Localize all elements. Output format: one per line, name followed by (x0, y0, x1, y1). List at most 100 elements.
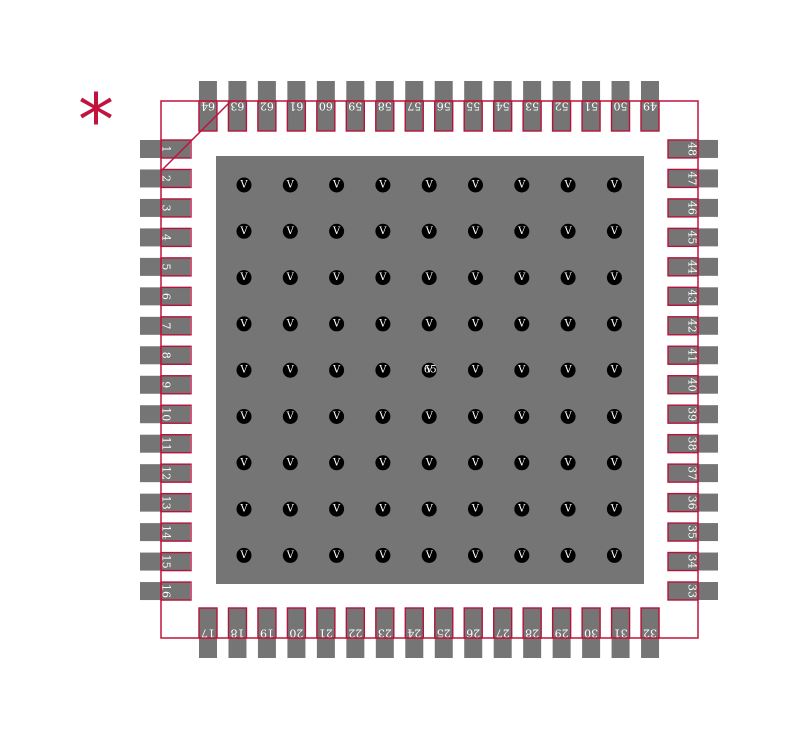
pin-number-label: 6 (160, 293, 173, 300)
pin1-marker: * (78, 78, 114, 162)
via-label: V (332, 272, 341, 283)
via-label: V (517, 180, 526, 191)
via-dot (282, 316, 298, 332)
pin-number-label: 40 (686, 378, 699, 392)
thermal-via: V (514, 316, 530, 332)
via-label: V (563, 365, 572, 376)
pin-number-label: 14 (160, 525, 173, 539)
thermal-via: V (468, 316, 483, 332)
thermal-via: V (560, 177, 576, 193)
pin-pad: 28 (522, 607, 542, 658)
via-label: V (610, 411, 619, 422)
pin-number-label: 53 (525, 100, 539, 113)
pad-shape (375, 81, 394, 131)
thermal-via: V (421, 501, 437, 517)
via-label: V (471, 272, 480, 283)
pin-number-label: 54 (496, 100, 510, 113)
pin-number-label: 32 (643, 627, 657, 640)
pin-number-label: 25 (437, 627, 451, 640)
via-dot (514, 409, 530, 424)
pad-shape (287, 81, 306, 131)
via-label: V (378, 365, 387, 376)
via-label: V (471, 411, 480, 422)
pin-pad: 12 (140, 463, 192, 483)
pin-pad: 41 (667, 345, 718, 365)
via-dot (282, 455, 298, 471)
via-label: V (471, 504, 480, 515)
pin-pad: 62 (257, 81, 277, 132)
via-dot (560, 362, 576, 378)
via-label: V (378, 318, 387, 329)
pin-number-label: 56 (437, 100, 451, 113)
via-dot (375, 270, 391, 286)
pin-number-label: 24 (407, 627, 421, 640)
pin-pad: 29 (551, 607, 572, 658)
thermal-via: V (375, 270, 391, 286)
via-dot (236, 455, 252, 471)
pin-number-label: 3 (160, 204, 173, 211)
thermal-via: V (421, 455, 437, 471)
via-dot (560, 177, 576, 193)
pin-number-label: 49 (643, 100, 657, 113)
via-label: V (378, 457, 387, 468)
pin-pad: 54 (492, 81, 513, 132)
thermal-via: V (236, 409, 252, 424)
thermal-via: V (282, 177, 298, 193)
pin-number-label: 50 (614, 100, 628, 113)
pad-shape (668, 464, 718, 483)
pin-number-label: 7 (160, 322, 173, 329)
via-label: V (425, 226, 434, 237)
via-label: V (517, 504, 526, 515)
body-outline (160, 100, 699, 639)
via-label: V (286, 550, 295, 561)
thermal-via: V (329, 409, 345, 424)
pad-shape (552, 81, 571, 131)
via-label: V (286, 226, 295, 237)
thermal-via: V (329, 362, 345, 378)
via-dot (606, 177, 622, 193)
via-label: V (563, 550, 572, 561)
pin-number-label: 58 (378, 100, 392, 113)
via-label: V (563, 504, 572, 515)
via-dot (514, 362, 530, 378)
via-dot (236, 177, 252, 193)
via-label: V (239, 411, 248, 422)
via-dot (421, 547, 437, 563)
thermal-via: V (282, 270, 298, 286)
pin-pad: 42 (667, 316, 718, 336)
via-dot (421, 223, 437, 239)
via-label: V (332, 550, 341, 561)
via-dot (236, 270, 252, 286)
pad-shape (140, 257, 190, 276)
via-dot (606, 270, 622, 286)
pin-pad: 4 (140, 227, 192, 248)
pin-pad: 40 (667, 375, 718, 395)
via-dot (468, 409, 483, 424)
via-dot (514, 177, 530, 193)
pin-pad: 31 (610, 607, 631, 658)
via-label: V (425, 272, 434, 283)
pin-pad: 13 (140, 492, 192, 513)
via-label: V (471, 457, 480, 468)
pin-pad: 15 (140, 551, 192, 572)
pin-pad: 8 (140, 345, 192, 365)
via-dot (560, 547, 576, 563)
thermal-via: V (375, 409, 391, 424)
thermal-via: V65 (421, 362, 437, 378)
pin-pad: 27 (493, 607, 513, 658)
via-dot (421, 362, 437, 378)
pad-shape (199, 608, 217, 658)
pad-shape (464, 81, 483, 131)
pin-number-label: 16 (160, 584, 173, 598)
thermal-via: V (375, 547, 391, 563)
thermal-via: V (421, 177, 437, 193)
pin-number-label: 41 (686, 348, 699, 362)
via-dot (282, 362, 298, 378)
pin-number-label: 11 (160, 437, 173, 451)
thermal-via: V (282, 223, 298, 239)
via-dot (468, 270, 483, 286)
pin-number-label: 46 (686, 201, 699, 215)
pin-number-label: 5 (160, 263, 173, 270)
via-label: V (239, 457, 248, 468)
pin-number-label: 45 (686, 230, 699, 244)
